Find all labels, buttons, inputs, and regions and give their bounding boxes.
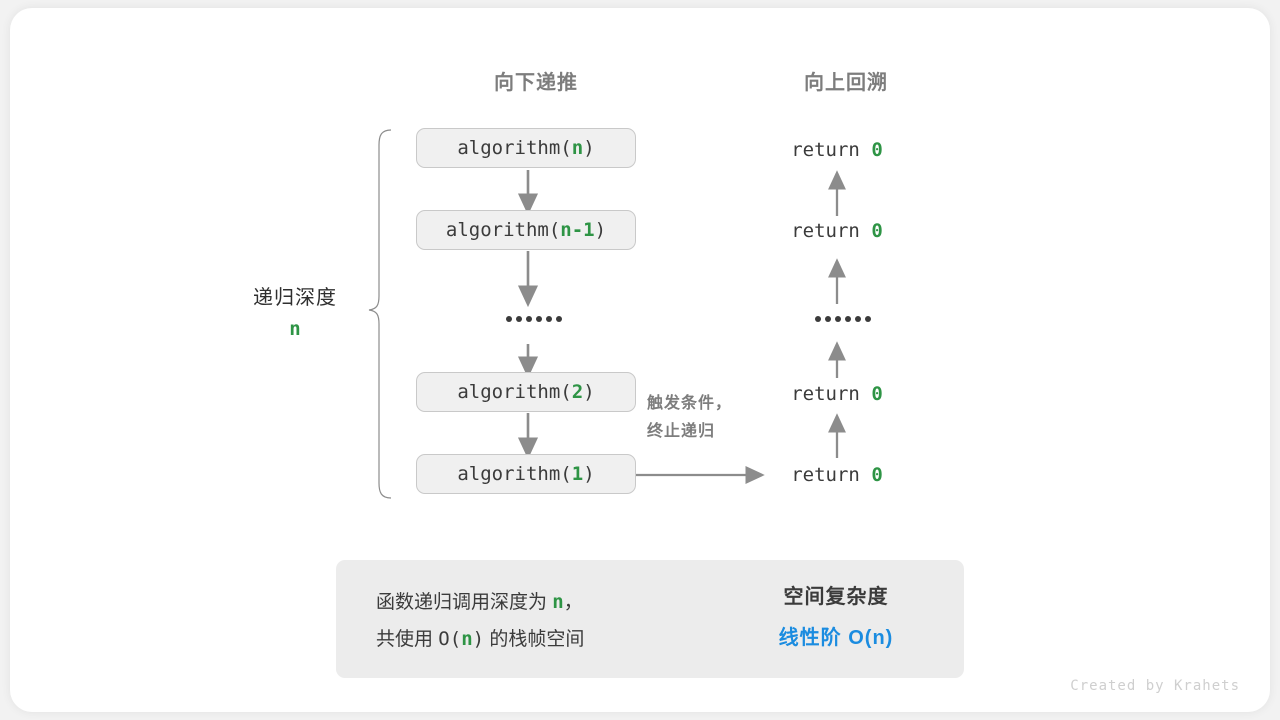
return-value-3: 0 (871, 464, 883, 486)
call-box-2-arg: 2 (571, 381, 584, 403)
call-box-3-suffix: ) (583, 463, 595, 485)
call-box-3[interactable]: algorithm(1) (416, 454, 636, 494)
summary-line-2-b: 的栈帧空间 (489, 629, 585, 650)
summary-line-2: 共使用 O(n) 的栈帧空间 (376, 621, 584, 658)
summary-panel: 函数递归调用深度为 n， 共使用 O(n) 的栈帧空间 空间复杂度 线性阶 O(… (336, 560, 964, 678)
summary-conclusion: 空间复杂度 线性阶 O(n) (736, 580, 936, 650)
column-header-right: 向上回溯 (804, 72, 888, 94)
trigger-condition-label: 触发条件， 终止递归 (647, 390, 732, 446)
return-value-2: 0 (871, 383, 883, 405)
summary-line-1: 函数递归调用深度为 n， (376, 584, 584, 621)
call-box-1-arg: n-1 (560, 219, 595, 241)
summary-line-1-b: ， (563, 592, 583, 613)
diagram-card: 向下递推 向上回溯 (10, 8, 1270, 712)
trigger-line-1: 触发条件， (647, 395, 733, 412)
call-box-1[interactable]: algorithm(n-1) (416, 210, 636, 250)
return-keyword-1: return (791, 220, 860, 242)
call-box-0-suffix: ) (583, 137, 595, 159)
summary-line-2-o: O( (438, 628, 462, 650)
credit-text: Created by Krahets (1070, 678, 1240, 694)
recursion-depth-label: 递归深度 n (225, 281, 365, 340)
call-box-2[interactable]: algorithm(2) (416, 372, 636, 412)
summary-conclusion-title: 空间复杂度 (783, 586, 889, 608)
ellipsis-left (506, 316, 562, 322)
return-label-1: return 0 (737, 220, 937, 242)
summary-line-2-a: 共使用 (376, 629, 434, 650)
recursion-depth-title: 递归深度 (253, 287, 337, 309)
return-value-1: 0 (871, 220, 883, 242)
return-label-2: return 0 (737, 383, 937, 405)
call-box-0-prefix: algorithm( (457, 137, 572, 159)
summary-description: 函数递归调用深度为 n， 共使用 O(n) 的栈帧空间 (376, 584, 584, 658)
return-keyword-0: return (791, 139, 860, 161)
depth-brace (368, 129, 392, 499)
return-keyword-2: return (791, 383, 860, 405)
ellipsis-right (815, 316, 871, 322)
summary-line-1-n: n (552, 591, 564, 613)
column-header-left: 向下递推 (494, 72, 578, 94)
trigger-line-2: 终止递归 (647, 423, 716, 440)
call-box-0-arg: n (571, 137, 584, 159)
call-box-1-prefix: algorithm( (445, 219, 561, 241)
return-keyword-3: return (791, 464, 860, 486)
recursion-depth-value: n (289, 318, 301, 340)
summary-line-2-c: ) (472, 628, 485, 650)
call-box-1-suffix: ) (594, 219, 607, 241)
summary-conclusion-value: 线性阶 O(n) (778, 627, 894, 649)
summary-line-1-a: 函数递归调用深度为 (376, 592, 548, 613)
call-box-3-prefix: algorithm( (457, 463, 572, 485)
return-label-3: return 0 (737, 464, 937, 486)
call-box-3-arg: 1 (571, 463, 584, 485)
call-box-2-suffix: ) (583, 381, 595, 403)
call-box-2-prefix: algorithm( (457, 381, 572, 403)
return-value-0: 0 (871, 139, 883, 161)
summary-line-2-n: n (461, 628, 473, 650)
call-box-0[interactable]: algorithm(n) (416, 128, 636, 168)
return-label-0: return 0 (737, 139, 937, 161)
